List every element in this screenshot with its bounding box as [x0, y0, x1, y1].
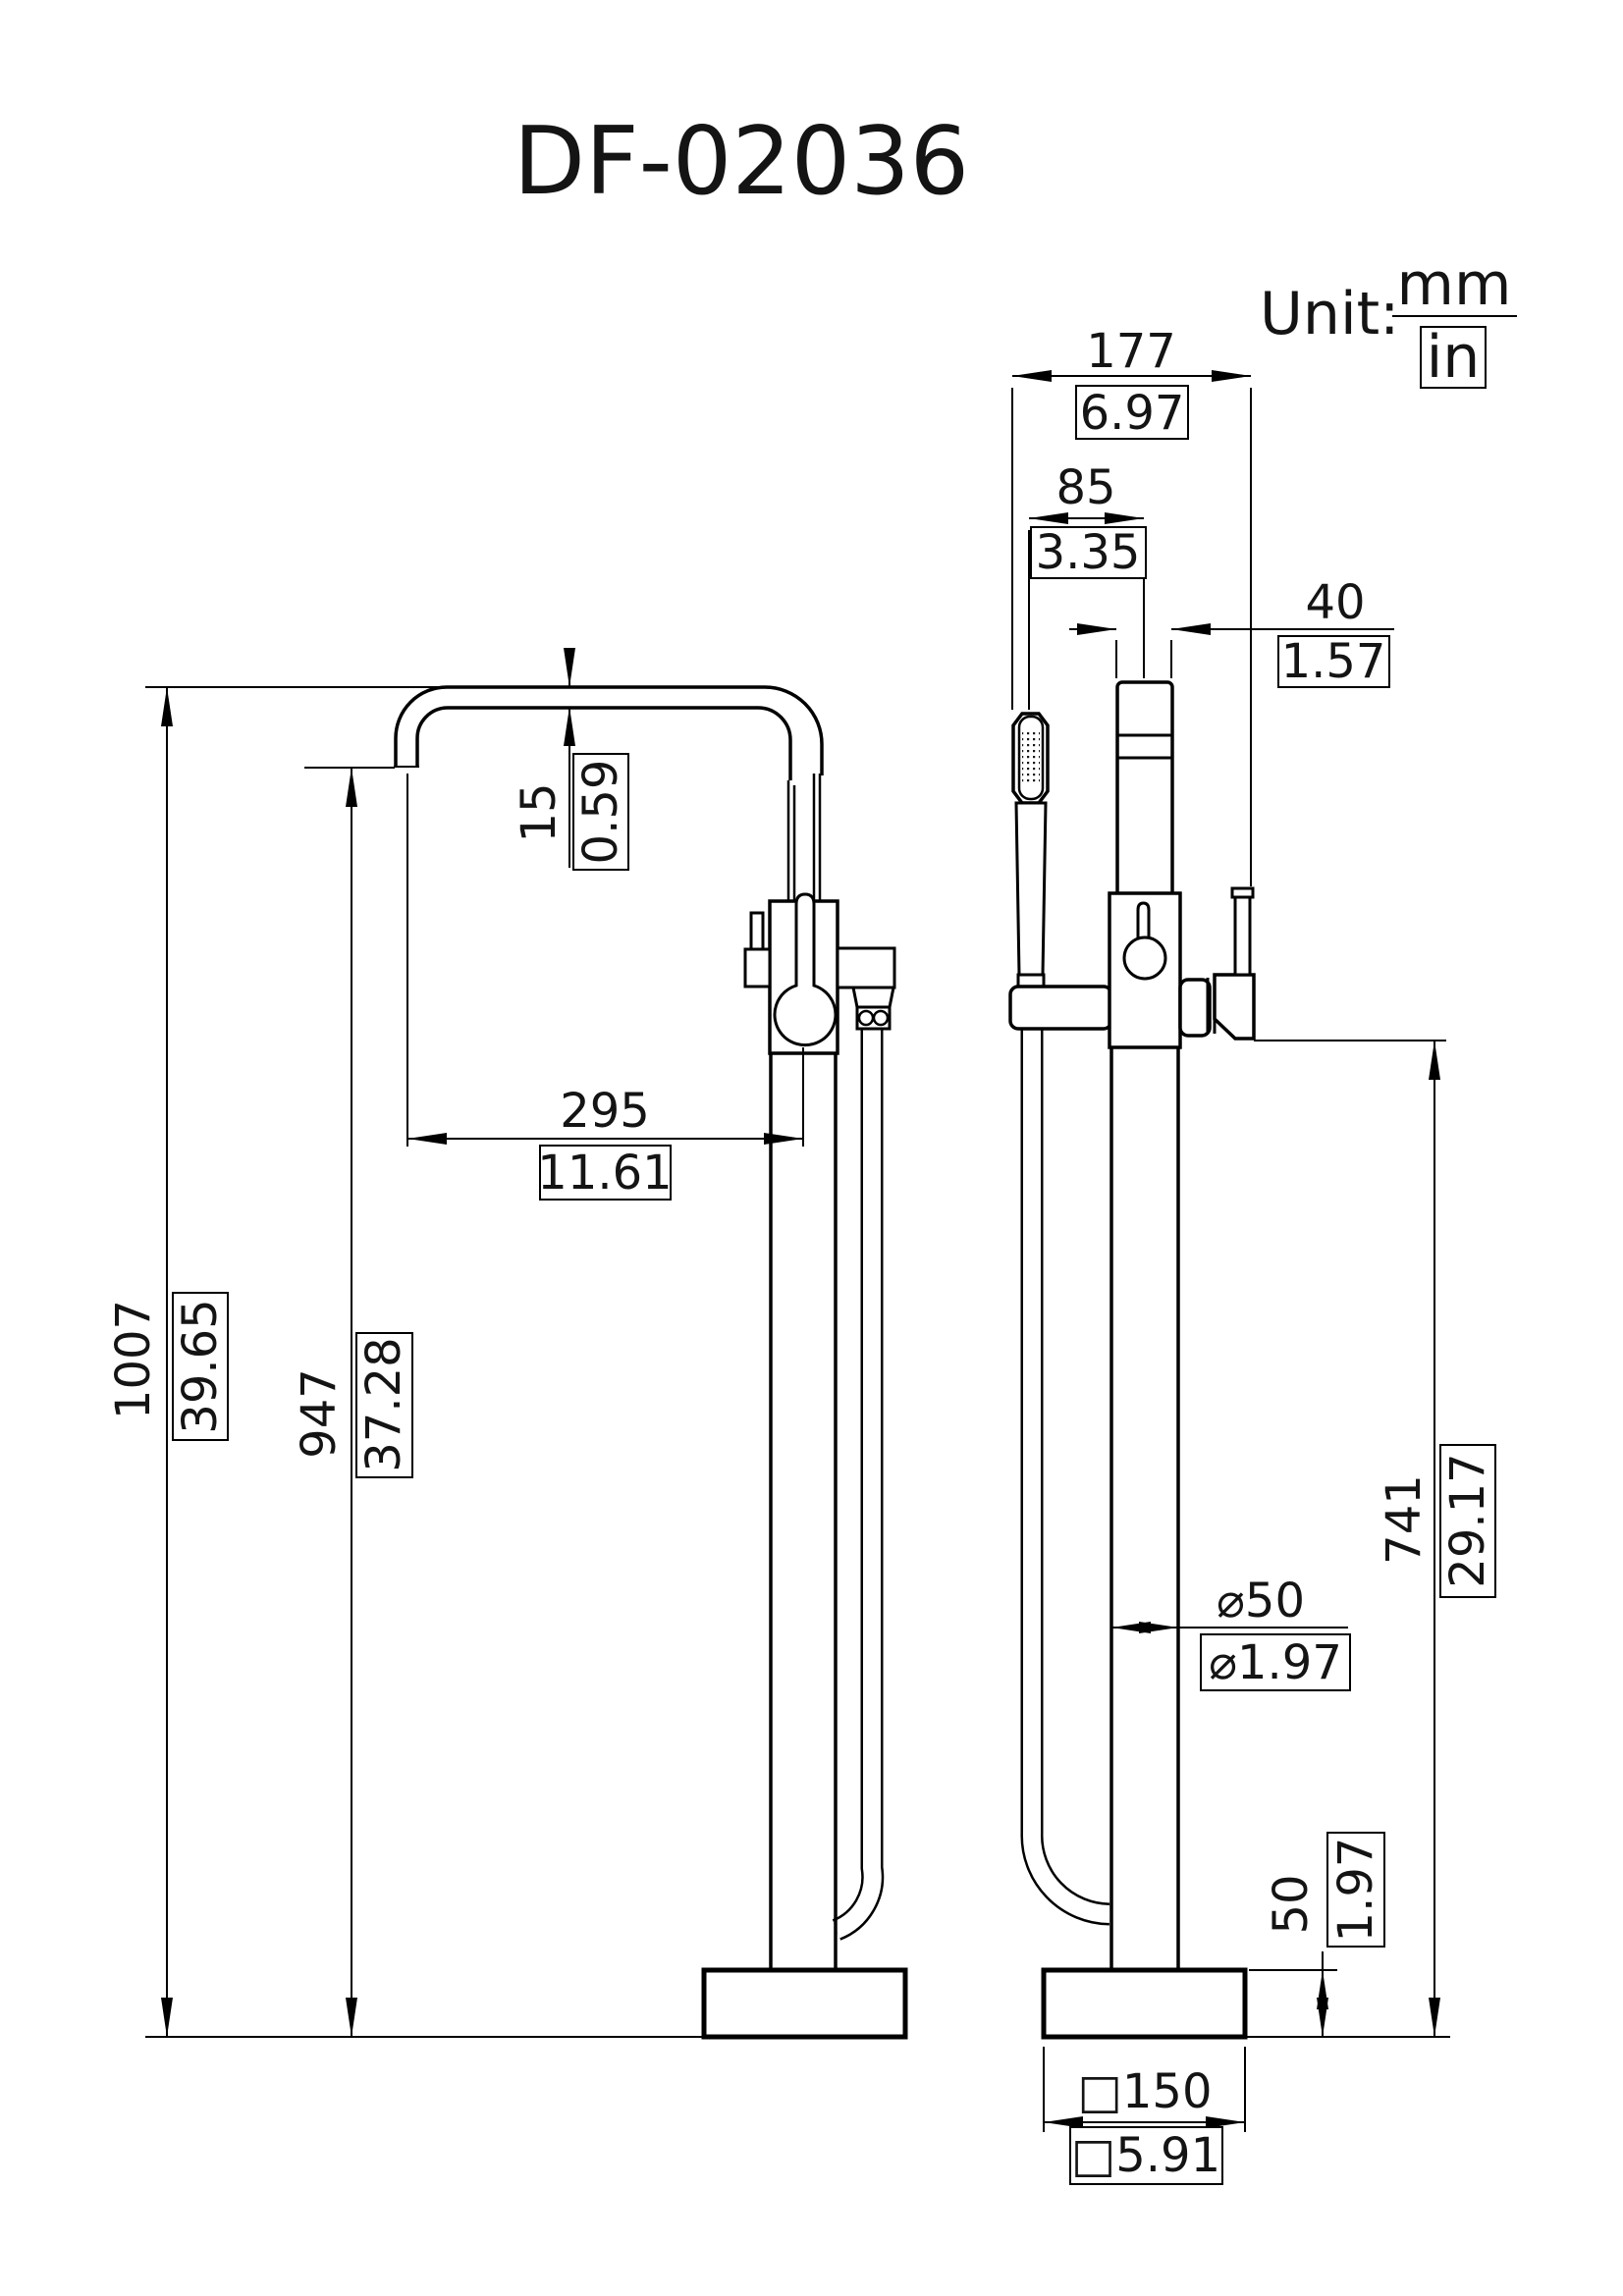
dim-spout-tube-mm: 15 [512, 782, 567, 842]
dim-base-height: 50 1.97 [1249, 1832, 1385, 2037]
dim-outlet-height: 741 29.17 [1254, 1040, 1496, 2037]
unit-in: in [1427, 323, 1481, 392]
hose-front-inner [833, 1029, 882, 1939]
handshower-spray-dots [1022, 730, 1040, 783]
dim-total-height-in: 39.65 [173, 1299, 228, 1433]
dim-base-width: □150 □5.91 [1043, 2047, 1246, 2185]
dim-base-width-in: □5.91 [1071, 2128, 1220, 2183]
dim-base-height-in: 1.97 [1328, 1838, 1383, 1943]
front-left-port [743, 947, 772, 988]
lever-base [1213, 973, 1256, 1041]
front-keyhole-slot [773, 892, 838, 1047]
valve-outlet-boss [1178, 978, 1212, 1038]
hose-nut-detail-right [872, 1009, 890, 1027]
lever-handle [1233, 894, 1252, 977]
dim-total-height: 1007 39.65 [106, 686, 444, 2037]
front-right-port [836, 946, 896, 989]
front-base [701, 1967, 908, 2040]
side-body-slot [1136, 901, 1151, 940]
side-spout-pipe [1115, 680, 1174, 900]
dim-column-diameter: ⌀50 ⌀1.97 [1111, 1574, 1351, 1691]
front-column [769, 1053, 838, 1970]
hose-side-inner [1022, 1029, 1110, 1923]
dim-spout-reach: 295 11.61 [406, 774, 804, 1201]
handshower-handle [1014, 801, 1048, 977]
unit-mm: mm [1397, 250, 1512, 319]
hose-nut-detail-left [857, 1009, 875, 1027]
side-view [1008, 680, 1256, 2040]
unit-label: Unit: [1260, 280, 1399, 348]
front-left-stub [749, 911, 765, 951]
handshower-holder-arm [1008, 985, 1113, 1031]
hose-side-outer [1020, 1029, 1110, 1926]
dim-total-height-mm: 1007 [106, 1300, 161, 1419]
dim-overall-width-mm: 177 [1086, 324, 1176, 379]
lever-handle-cap [1230, 886, 1255, 899]
dim-shower-to-spout-mm: 85 [1055, 460, 1115, 515]
spout-outer-line [394, 685, 824, 775]
dim-base-width-mm: □150 [1078, 2064, 1213, 2119]
dim-spout-height-in: 37.28 [356, 1337, 411, 1471]
spout-inner-line [415, 706, 792, 780]
dim-spout-pipe: 40 1.57 [1069, 575, 1394, 689]
dim-spout-height-mm: 947 [292, 1368, 347, 1459]
handshower-band [1016, 973, 1046, 988]
front-view [394, 685, 908, 2040]
dim-spout-pipe-mm: 40 [1305, 575, 1365, 630]
dim-overall-width: 177 6.97 [1011, 324, 1252, 886]
hose-connector [851, 986, 895, 1009]
dim-column-diameter-in: ⌀1.97 [1209, 1635, 1342, 1690]
drawing-title: DF-02036 [514, 108, 969, 216]
dim-outlet-height-in: 29.17 [1440, 1453, 1495, 1587]
dim-overall-width-in: 6.97 [1080, 386, 1185, 441]
unit-in-box [1420, 326, 1487, 389]
dim-spout-height: 947 37.28 [292, 767, 413, 2037]
dim-base-height-mm: 50 [1264, 1874, 1319, 1934]
dim-column-diameter-mm: ⌀50 [1217, 1574, 1305, 1629]
dim-spout-tube-in: 0.59 [573, 760, 628, 865]
unit-legend: Unit: mm in [1260, 250, 1517, 392]
dim-outlet-height-mm: 741 [1377, 1474, 1432, 1565]
dim-spout-reach-in: 11.61 [537, 1146, 672, 1201]
dim-shower-to-spout: 85 3.35 [1028, 460, 1147, 710]
spout-riser-rods [786, 774, 822, 901]
dim-spout-reach-mm: 295 [560, 1084, 650, 1139]
side-base [1041, 1967, 1248, 2040]
side-column [1109, 1047, 1180, 1970]
dim-spout-tube: 15 0.59 [512, 648, 629, 871]
dim-spout-pipe-in: 1.57 [1281, 634, 1386, 689]
dim-shower-to-spout-in: 3.35 [1036, 525, 1141, 580]
side-body-knob [1122, 935, 1167, 981]
